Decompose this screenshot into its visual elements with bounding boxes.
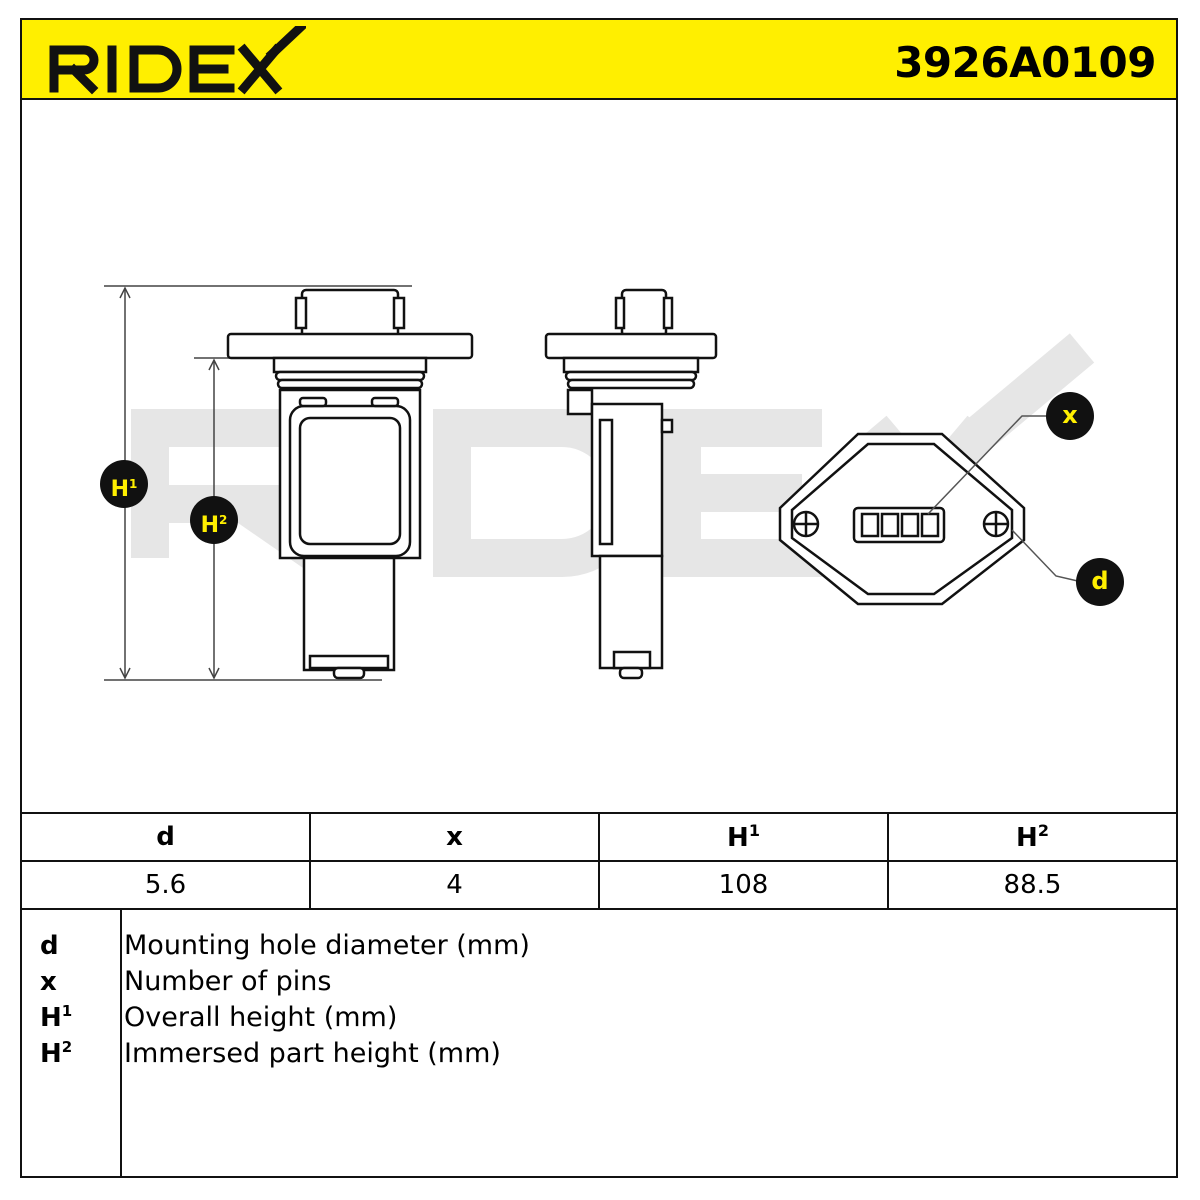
callout-h1-letter: H	[110, 477, 130, 502]
legend-item-d: d Mounting hole diameter (mm)	[20, 928, 1120, 964]
callout-h1: H1	[100, 460, 148, 508]
column-header-h1-sup: 1	[748, 821, 760, 840]
legend-symbol: x	[40, 966, 57, 997]
sensor-bottom-view	[778, 432, 1026, 606]
callout-h2: H2	[190, 496, 238, 544]
value-d: 5.6	[20, 860, 311, 910]
column-header-h1-label: H	[727, 823, 749, 853]
legend-description: Number of pins	[124, 966, 332, 997]
drawing-canvas	[104, 285, 1095, 681]
dimensions-value-row: 5.6 4 108 88.5	[20, 860, 1178, 910]
value-h2: 88.5	[887, 860, 1178, 910]
callout-d: d	[1076, 558, 1124, 606]
column-header-h2: H2	[887, 812, 1178, 862]
dimensions-table: d x H1 H2 5.6 4 108 88.5	[20, 812, 1178, 910]
technical-drawing: H1 H2 x d	[22, 100, 1178, 812]
part-number: 3926A0109	[894, 38, 1156, 87]
header-bar	[20, 18, 1178, 100]
legend-symbol: d	[40, 930, 59, 961]
legend-symbol-letter: x	[40, 967, 57, 997]
legend-symbol-sup: 1	[61, 1002, 73, 1020]
dimensions-header-row: d x H1 H2	[20, 812, 1178, 862]
legend-item-x: x Number of pins	[20, 964, 1120, 1000]
ridex-logo	[49, 26, 306, 95]
legend-description: Immersed part height (mm)	[124, 1038, 501, 1069]
value-h1: 108	[598, 860, 889, 910]
column-header-d: d	[20, 812, 311, 862]
callout-x: x	[1046, 392, 1094, 440]
column-header-x: x	[309, 812, 600, 862]
callout-h2-sup: 2	[219, 513, 228, 527]
callout-h2-letter: H	[200, 513, 220, 538]
legend-item-h1: H1 Overall height (mm)	[20, 1000, 1120, 1036]
column-header-h2-label: H	[1016, 823, 1038, 853]
legend-symbol-letter: H	[40, 1039, 62, 1069]
column-header-h1: H1	[598, 812, 889, 862]
column-header-x-label: x	[446, 822, 463, 852]
legend-symbol: H2	[40, 1038, 72, 1069]
legend: d Mounting hole diameter (mm) x Number o…	[20, 910, 1178, 1178]
legend-description: Mounting hole diameter (mm)	[124, 930, 530, 961]
callout-h1-sup: 1	[129, 477, 138, 491]
sensor-front-view	[226, 288, 474, 680]
legend-description: Overall height (mm)	[124, 1002, 398, 1033]
legend-symbol-letter: d	[40, 931, 59, 961]
legend-symbol-letter: H	[40, 1003, 62, 1033]
legend-divider	[120, 910, 122, 1178]
column-header-d-label: d	[156, 822, 175, 852]
callout-x-letter: x	[1062, 401, 1078, 429]
column-header-h2-sup: 2	[1037, 821, 1049, 840]
legend-item-h2: H2 Immersed part height (mm)	[20, 1036, 1120, 1072]
sensor-side-view	[544, 288, 718, 680]
legend-symbol-sup: 2	[61, 1038, 73, 1056]
value-x: 4	[309, 860, 600, 910]
legend-symbol: H1	[40, 1002, 72, 1033]
callout-d-letter: d	[1091, 567, 1109, 595]
